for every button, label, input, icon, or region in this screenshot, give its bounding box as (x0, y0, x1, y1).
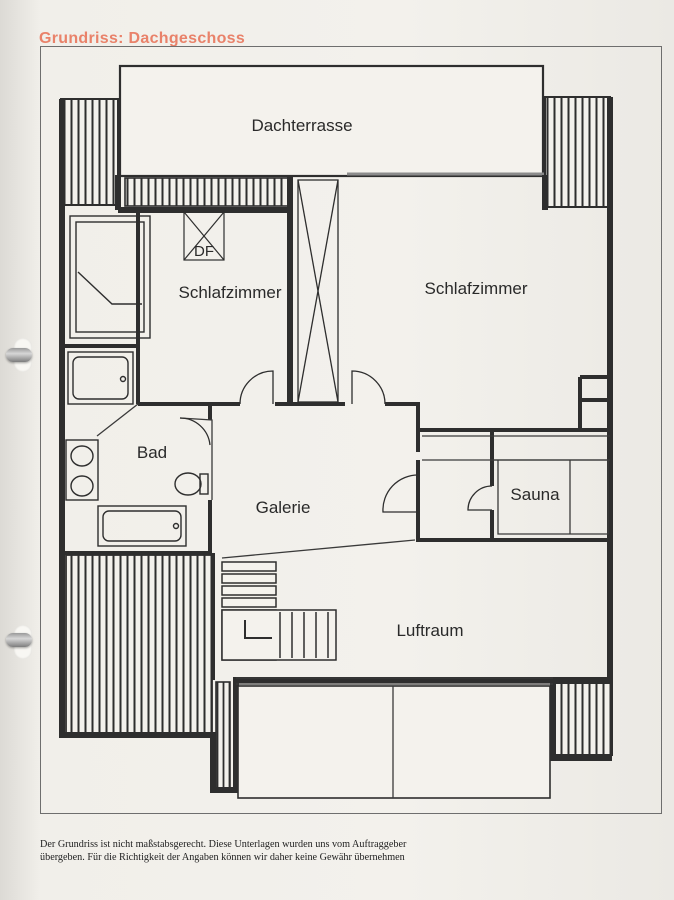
roof-terrace (118, 64, 545, 178)
plan-frame (40, 46, 662, 814)
label-luftraum: Luftraum (396, 621, 463, 640)
bath-fixtures (65, 215, 209, 547)
binder-ring-bottom (6, 633, 32, 647)
thin-lines (96, 403, 610, 799)
label-galerie: Galerie (256, 498, 311, 517)
label-bad: Bad (137, 443, 167, 462)
balcony-hatch-top-mid (124, 177, 291, 207)
stair-hatch-left (65, 554, 213, 736)
balcony-hatch-bottom-left (215, 681, 231, 791)
room-labels: Dachterrasse Schlafzimmer Schlafzimmer D… (137, 116, 560, 640)
label-schlafzimmer-left: Schlafzimmer (179, 283, 282, 302)
label-dachfenster: DF (194, 243, 214, 260)
disclaimer-line-1: Der Grundriss ist nicht maßstabsgerecht.… (40, 839, 407, 850)
balcony-hatch-top-right (544, 96, 611, 208)
label-dachterrasse: Dachterrasse (251, 116, 352, 135)
binder-ring-top (6, 348, 32, 362)
wardrobe (297, 179, 339, 403)
doors (179, 370, 493, 513)
disclaimer-line-2: übergeben. Für die Richtigkeit der Angab… (40, 852, 405, 863)
label-schlafzimmer-right: Schlafzimmer (425, 279, 528, 298)
outer-walls (59, 97, 613, 793)
label-sauna: Sauna (510, 485, 560, 504)
stairs (221, 561, 337, 661)
balcony-hatch-top-left (60, 98, 119, 206)
balcony-hatch-bottom-right (553, 682, 613, 756)
page-title: Grundriss: Dachgeschoss (39, 30, 246, 47)
disclaimer: Der Grundriss ist nicht maßstabsgerecht.… (40, 838, 640, 864)
skylight (183, 211, 225, 261)
interior-walls (62, 212, 610, 680)
